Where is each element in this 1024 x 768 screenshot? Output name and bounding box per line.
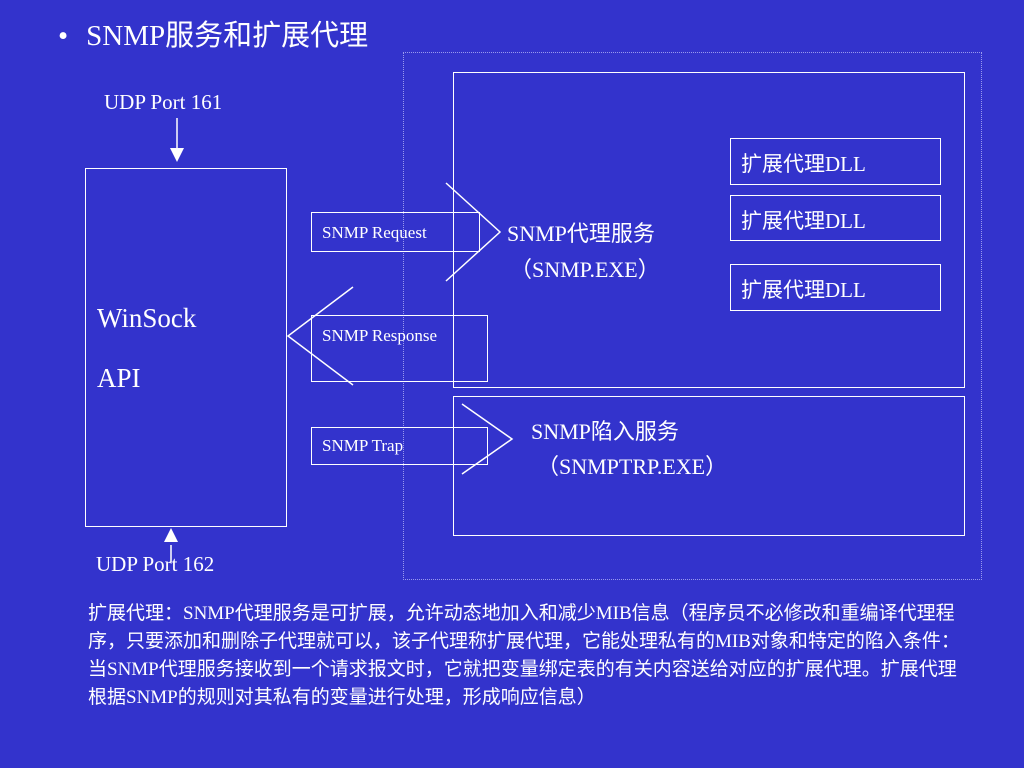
bullet-icon: •: [58, 20, 69, 52]
extension-dll-label: 扩展代理DLL: [741, 278, 866, 302]
snmp-request-label: SNMP Request: [322, 223, 427, 242]
trap-service-exe: （SNMPTRP.EXE）: [537, 454, 728, 479]
extension-dll-box-2: 扩展代理DLL: [730, 195, 941, 241]
agent-service-exe: （SNMP.EXE）: [510, 257, 660, 282]
trap-service-name: SNMP陷入服务: [531, 419, 679, 444]
snmp-response-label: SNMP Response: [322, 326, 438, 345]
extension-dll-box-1: 扩展代理DLL: [730, 138, 941, 185]
snmp-agent-service-box: [453, 72, 965, 388]
extension-dll-box-3: 扩展代理DLL: [730, 264, 941, 311]
title-text: SNMP服务和扩展代理: [86, 20, 369, 52]
winsock-api-box: WinSock API: [85, 168, 287, 527]
description-text: 扩展代理：SNMP代理服务是可扩展，允许动态地加入和减少MIB信息（程序员不必修…: [88, 603, 960, 708]
response-arrow-head: [286, 286, 354, 386]
snmp-response-box: SNMP Response: [311, 315, 488, 382]
trap-arrow-head: [461, 403, 514, 475]
snmp-trap-label: SNMP Trap: [322, 436, 404, 455]
agent-region-outline: [403, 52, 982, 580]
request-arrow-head: [445, 182, 502, 282]
snmp-trap-service-box: [453, 396, 965, 536]
winsock-label: WinSock: [97, 303, 197, 333]
snmp-request-box: SNMP Request: [311, 212, 480, 252]
snmp-trap-box: SNMP Trap: [311, 427, 488, 465]
udp-161-arrowhead-icon: [170, 148, 184, 162]
extension-dll-label: 扩展代理DLL: [741, 209, 866, 233]
page-title: • SNMP服务和扩展代理: [58, 12, 368, 54]
api-label: API: [97, 363, 141, 393]
udp-port-162-label: UDP Port 162: [96, 552, 215, 576]
udp-162-arrowhead-icon: [164, 528, 178, 542]
agent-service-name: SNMP代理服务: [507, 221, 655, 246]
extension-dll-label: 扩展代理DLL: [741, 152, 866, 176]
udp-port-161-label: UDP Port 161: [104, 90, 223, 114]
